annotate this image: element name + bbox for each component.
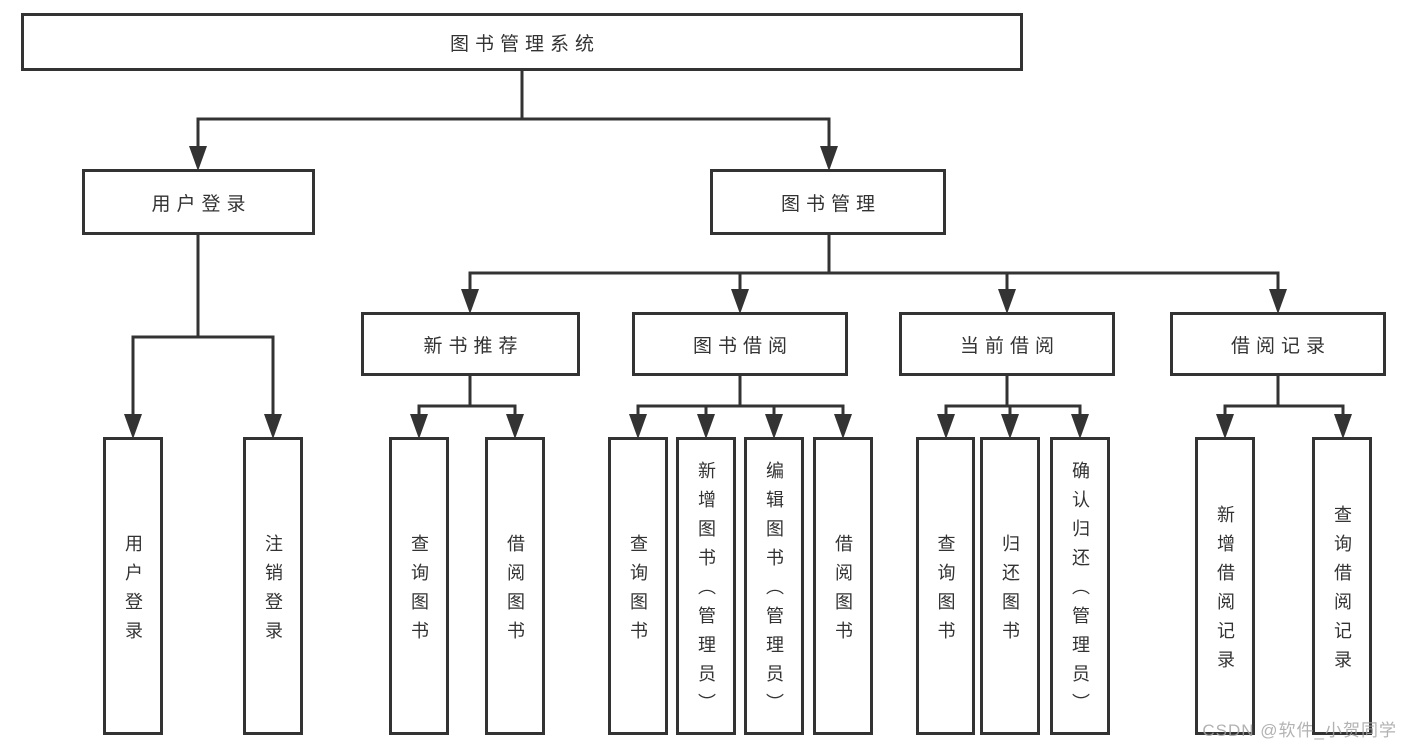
node-add-borrow-record: 新增借阅记录 [1195,437,1255,735]
node-query-borrow-record: 查询借阅记录 [1312,437,1372,735]
node-query-books: 查询图书 [916,437,975,735]
node-new-book-recommendation: 新书推荐 [361,312,580,376]
node-logout: 注销登录 [243,437,303,735]
node-label: 新增图书（管理员） [696,461,716,722]
node-query-books: 查询图书 [608,437,668,735]
node-user-login-leaf: 用户登录 [103,437,163,735]
node-label: 归还图书 [1000,533,1020,650]
node-edit-books-admin: 编辑图书（管理员） [744,437,804,735]
node-return-books: 归还图书 [980,437,1040,735]
node-query-books: 查询图书 [389,437,449,735]
node-label: 注销登录 [263,533,283,650]
node-confirm-return-admin: 确认归还（管理员） [1050,437,1110,735]
node-book-management: 图书管理 [710,169,946,235]
node-borrow-books: 借阅图书 [813,437,873,735]
node-borrowing-records: 借阅记录 [1170,312,1386,376]
node-label: 用户登录 [123,533,143,650]
node-label: 编辑图书（管理员） [764,461,784,722]
node-label: 借阅图书 [505,533,525,650]
node-user-login: 用户登录 [82,169,315,235]
node-label: 图书管理系统 [449,33,600,55]
node-label: 图书借阅 [692,335,793,357]
node-current-borrowing: 当前借阅 [899,312,1115,376]
node-library-management-system: 图书管理系统 [21,13,1023,71]
node-label: 新书推荐 [423,335,524,357]
node-label: 当前借阅 [959,335,1060,357]
node-borrow-books: 借阅图书 [485,437,545,735]
csdn-watermark: CSDN @软件_小贺同学 [1202,721,1397,740]
arrowheads [124,146,1352,439]
node-label: 查询图书 [935,533,956,650]
node-add-books-admin: 新增图书（管理员） [676,437,736,735]
node-label: 确认归还（管理员） [1070,461,1090,722]
node-label: 查询图书 [628,533,648,650]
node-book-borrowing: 图书借阅 [632,312,848,376]
node-label: 新增借阅记录 [1215,504,1235,679]
node-label: 用户登录 [151,193,252,215]
node-label: 借阅记录 [1230,335,1331,357]
node-label: 查询图书 [409,533,429,650]
node-label: 图书管理 [780,193,881,215]
node-label: 查询借阅记录 [1332,504,1352,679]
node-label: 借阅图书 [833,533,853,650]
